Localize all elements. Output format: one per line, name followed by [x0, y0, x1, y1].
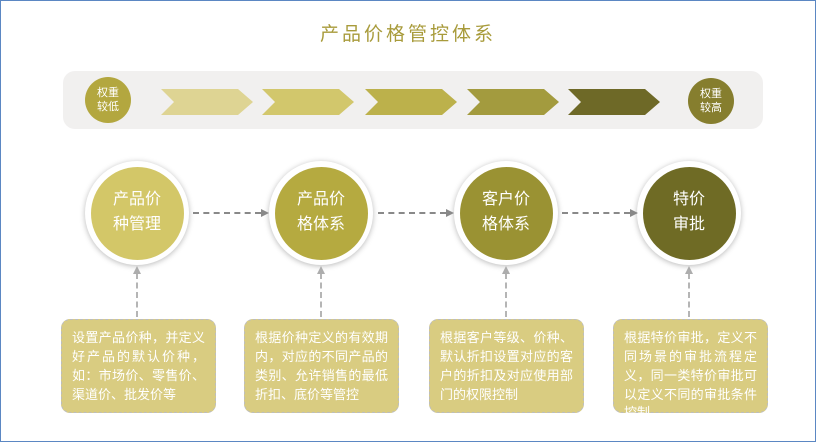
stage-description-box-2: 根据价种定义的有效期内，对应的不同产品的类别、允许销售的最低折扣、底价等管控 — [244, 319, 399, 413]
stage-description-box-3: 根据客户等级、价种、默认折扣设置对应的客户的折扣及对应使用部门的权限控制 — [429, 319, 584, 413]
stage-circle-product-price-system: 产品价 格体系 — [269, 161, 373, 265]
stage-circle-label: 产品价 种管理 — [90, 166, 184, 260]
slide-title: 产品价格管控体系 — [319, 24, 496, 45]
high-weight-badge: 权重 较高 — [688, 78, 734, 124]
low-weight-badge: 权重 较低 — [85, 77, 131, 123]
stage-circle-label: 客户价 格体系 — [459, 166, 553, 260]
stage-circle-label: 特价 审批 — [642, 166, 736, 260]
flow-arrow-right-1 — [193, 209, 269, 217]
weight-chevron-arrow-4 — [467, 89, 559, 115]
box-to-circle-arrow-4 — [685, 266, 693, 317]
stage-description-box-1: 设置产品价种，并定义好产品的默认价种，如：市场价、零售价、渠道价、批发价等 — [61, 319, 216, 413]
box-to-circle-arrow-2 — [317, 266, 325, 317]
stage-description-text: 根据客户等级、价种、默认折扣设置对应的客户的折扣及对应使用部门的权限控制 — [440, 330, 573, 402]
stage-description-box-4: 根据特价审批，定义不同场景的审批流程定义，同一类特价审批可以定义不同的审批条件控… — [613, 319, 768, 420]
weight-chevron-arrow-3 — [365, 89, 457, 115]
weight-chevron-arrow-2 — [262, 89, 354, 115]
stage-circle-special-price-approval: 特价 审批 — [637, 161, 741, 265]
box-to-circle-arrow-1 — [133, 266, 141, 317]
box-to-circle-arrow-3 — [502, 266, 510, 317]
flow-arrow-right-3 — [562, 209, 638, 217]
weight-scale-bar: 权重 较低 权重 较高 — [63, 71, 763, 129]
flow-arrow-right-2 — [378, 209, 454, 217]
stage-description-text: 根据价种定义的有效期内，对应的不同产品的类别、允许销售的最低折扣、底价等管控 — [255, 330, 388, 402]
stage-description-text: 根据特价审批，定义不同场景的审批流程定义，同一类特价审批可以定义不同的审批条件控… — [624, 330, 757, 421]
stage-description-text: 设置产品价种，并定义好产品的默认价种，如：市场价、零售价、渠道价、批发价等 — [72, 330, 205, 402]
stage-circle-customer-price-system: 客户价 格体系 — [454, 161, 558, 265]
stage-circle-product-price-type: 产品价 种管理 — [85, 161, 189, 265]
stage-circle-label: 产品价 格体系 — [274, 166, 368, 260]
weight-chevron-arrow-5 — [568, 89, 660, 115]
weight-chevron-arrow-1 — [161, 89, 253, 115]
